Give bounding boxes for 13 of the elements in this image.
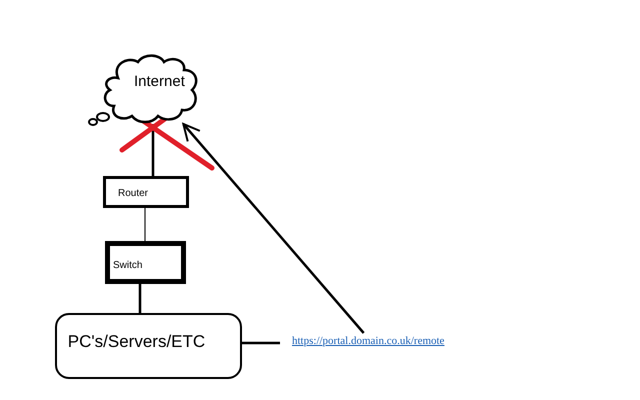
connector-line: [144, 208, 146, 242]
node-label: Router: [117, 187, 150, 201]
arrow: [182, 123, 365, 334]
rounded-box: [55, 313, 242, 379]
process-box: [105, 241, 186, 284]
connector-line: [138, 284, 142, 313]
connector-line: [152, 124, 154, 176]
connector-line: [242, 342, 280, 344]
node-label: PC's/Servers/ETC: [68, 331, 206, 353]
node-label: Switch: [112, 259, 144, 273]
process-box: [103, 176, 189, 208]
url-link: https://portal.domain.co.uk/remote: [292, 333, 444, 350]
node-label: Internet: [134, 72, 185, 92]
